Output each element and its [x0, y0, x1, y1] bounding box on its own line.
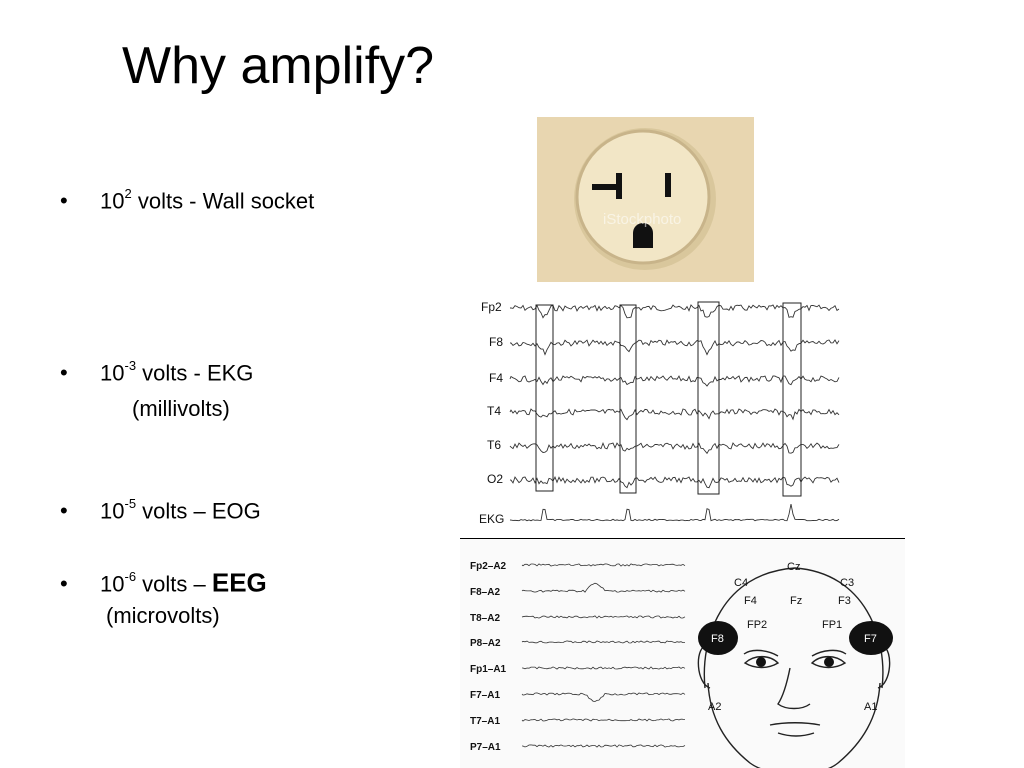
blink-box — [697, 301, 720, 495]
blink-box — [782, 302, 802, 497]
bullet-text: volts - Wall socket — [131, 188, 315, 214]
electrode-label: Fz — [790, 595, 802, 607]
ekg-label: EKG — [479, 512, 504, 526]
channel-label: F8–A2 — [470, 587, 500, 598]
eog-trace — [521, 582, 686, 593]
power-exponent: 2 — [124, 186, 132, 201]
eog-trace — [522, 666, 686, 670]
power-base: 10 — [100, 188, 125, 214]
nose — [777, 667, 811, 710]
electrode-label: F4 — [744, 595, 757, 607]
power-exponent: -6 — [124, 569, 137, 584]
bullet-marker: • — [60, 498, 68, 524]
eog-traces — [521, 563, 686, 748]
face-outline — [707, 682, 881, 768]
electrode-label: A2 — [708, 701, 721, 713]
bullet-text: volts – EOG — [136, 498, 261, 524]
eog-trace — [521, 563, 686, 567]
blink-highlight-boxes — [535, 301, 802, 497]
channel-label: T4 — [487, 404, 501, 418]
electrode-label: F3 — [838, 595, 851, 607]
eog-trace — [521, 615, 686, 619]
eyebrow — [743, 649, 779, 657]
electrode-label: A1 — [864, 701, 877, 713]
eog-trace — [522, 744, 686, 748]
electrode-label: Cz — [787, 561, 800, 573]
eeg-channel-labels: Fp2 F8 F4 T4 T6 O2 EKG — [479, 300, 504, 526]
eyebrow — [811, 649, 847, 657]
eeg-trace — [510, 339, 840, 356]
eeg-ekg-trace-figure: Fp2 F8 F4 T4 T6 O2 EKG — [479, 300, 840, 526]
eog-head-figure: Fp2–A2 F8–A2 T8–A2 P8–A2 Fp1–A1 F7–A1 T7… — [460, 538, 905, 768]
channel-label: Fp2 — [481, 300, 502, 314]
channel-label: P8–A2 — [470, 638, 501, 649]
electrode-label: C3 — [840, 577, 854, 589]
mouth — [769, 722, 821, 726]
slide-title: Why amplify? — [122, 37, 435, 95]
channel-label: F4 — [489, 371, 503, 385]
wall-socket-photo: iStockphoto — [537, 117, 754, 282]
power-exponent: -3 — [124, 358, 137, 373]
head-electrode-labels: Cz C4 C3 F4 Fz F3 FP2 FP1 F8 F7 A2 A1 — [708, 561, 877, 713]
power-base: 10 — [100, 498, 125, 524]
electrode-f8 — [698, 621, 738, 655]
channel-label: P7–A1 — [470, 742, 501, 753]
eye-left — [810, 655, 847, 669]
bullet-text: volts - EKG — [136, 360, 254, 386]
channel-label: O2 — [487, 472, 503, 486]
pupil-left — [824, 657, 834, 667]
electrode-label: FP2 — [747, 619, 767, 631]
eeg-trace — [509, 441, 840, 455]
channel-label: F8 — [489, 335, 503, 349]
bullet-list: •102 volts - Wall socket •10-3 volts - E… — [60, 0, 460, 768]
electrode-label: C4 — [734, 577, 748, 589]
lower-lip — [777, 732, 815, 737]
bullet-ekg: • 10-3 volts - EKG (millivolts) — [60, 355, 253, 422]
photo-watermark: iStockphoto — [603, 211, 681, 228]
blink-box — [619, 304, 637, 494]
power-base: 10 — [100, 571, 125, 597]
electrode-label: F7 — [864, 633, 877, 645]
blink-box — [535, 304, 554, 492]
channel-label: F7–A1 — [470, 690, 500, 701]
socket-slot-left-t — [592, 184, 622, 190]
eog-trace — [521, 718, 686, 722]
eeg-traces — [509, 304, 840, 522]
socket-ground-hole — [633, 223, 653, 248]
socket-face — [575, 129, 711, 265]
channel-label: T8–A2 — [470, 613, 500, 624]
bullet-subtext: (microvolts) — [106, 603, 220, 629]
eye-right — [743, 655, 780, 669]
eog-trace — [521, 640, 685, 644]
bullet-marker: • — [60, 571, 68, 597]
channel-label: T7–A1 — [470, 716, 500, 727]
channel-label: T6 — [487, 438, 501, 452]
bullet-subtext: (millivolts) — [132, 396, 230, 422]
bullet-eog: • 10-5 volts – EOG — [60, 493, 261, 524]
bullet-marker: • — [60, 188, 68, 214]
socket-slot-right — [665, 173, 671, 197]
bullet-wall-socket: • 102 volts - Wall socket — [60, 183, 314, 214]
channel-label: Fp2–A2 — [470, 561, 507, 572]
eeg-trace — [509, 408, 840, 421]
figure-background — [460, 538, 905, 768]
eog-channel-labels: Fp2–A2 F8–A2 T8–A2 P8–A2 Fp1–A1 F7–A1 T7… — [470, 561, 507, 753]
electrode-label: FP1 — [822, 619, 842, 631]
ekg-trace — [509, 504, 840, 522]
electrode-f7 — [849, 621, 893, 655]
eeg-trace — [509, 475, 840, 489]
bullet-marker: • — [60, 360, 68, 386]
bullet-emphasis: EEG — [211, 567, 267, 598]
eog-trace — [521, 692, 686, 702]
eeg-trace — [509, 375, 840, 387]
electrode-label: F8 — [711, 633, 724, 645]
power-exponent: -5 — [124, 496, 137, 511]
channel-label: Fp1–A1 — [470, 664, 507, 675]
bullet-text: volts – — [136, 571, 212, 597]
pupil-right — [756, 657, 766, 667]
bullet-eeg: • 10-6 volts – EEG (microvolts) — [60, 566, 267, 629]
eeg-trace — [509, 304, 840, 319]
power-base: 10 — [100, 360, 125, 386]
